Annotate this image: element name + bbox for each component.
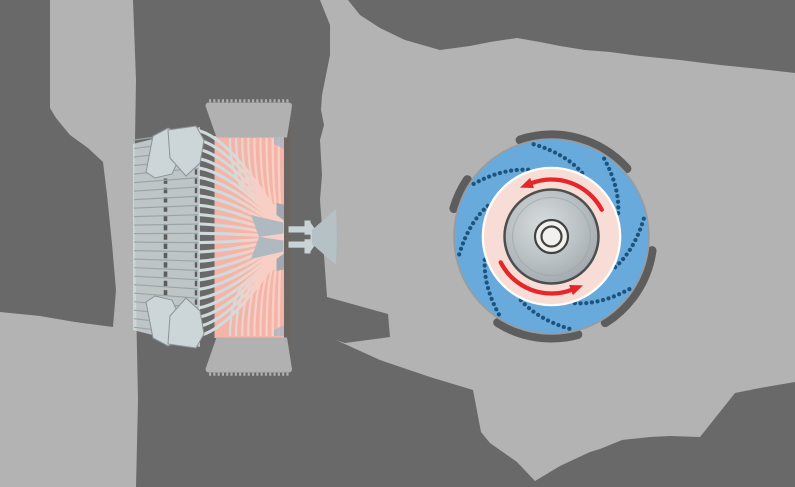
nozzle-rail-bottom	[288, 241, 309, 248]
vane-dotted-line	[602, 156, 621, 217]
nozzle-rail-top	[288, 226, 309, 233]
stack-plate-edge	[133, 186, 201, 192]
rotor	[449, 130, 657, 343]
exchanger-block-top	[205, 102, 292, 138]
corner-patch-upper	[274, 138, 284, 149]
vane-dotted-line	[611, 216, 646, 271]
corner-patch-lower	[274, 325, 284, 336]
rotor-hub-ring	[540, 225, 563, 248]
nozzle-cap-bottom	[304, 239, 311, 254]
rotation-arrow-head	[569, 285, 584, 296]
stack-plate-edge	[133, 204, 201, 209]
background-light-blob-left	[0, 0, 138, 487]
stack-plate-edge	[133, 241, 201, 244]
vane-dotted-line	[531, 142, 586, 177]
rotor-cone-shade-ring	[511, 196, 592, 277]
rotor-white-ring	[481, 166, 622, 307]
rotor-shadow-arc	[515, 130, 632, 174]
rotor-shadow-arc	[600, 246, 657, 328]
stack-plate-edge	[133, 267, 201, 272]
spray-cone	[312, 209, 337, 265]
chamber-arc	[234, 137, 284, 210]
stack-plate-edge	[133, 258, 201, 262]
chamber-arc	[241, 261, 284, 337]
streamline	[198, 231, 286, 239]
stack-plate-edge	[133, 176, 201, 184]
rotor-shadow-arcs	[449, 130, 657, 343]
rotor-shadow-arc	[493, 318, 583, 343]
stack-plate-edge	[133, 214, 201, 218]
nozzle-cap-top	[304, 220, 311, 235]
stack-support-rods	[163, 132, 198, 342]
stack-cap-top-inner	[167, 125, 205, 177]
streamline	[198, 236, 286, 245]
streamline	[198, 222, 286, 238]
exchanger-block-bottom	[205, 337, 292, 373]
rotation-arrows	[498, 177, 604, 296]
stack-plate-edge	[133, 284, 201, 290]
stack-plate-edge	[133, 195, 201, 201]
nozzle	[288, 209, 337, 265]
jet-wedge-lower	[251, 237, 284, 259]
stack-plate-edge	[133, 250, 201, 253]
rotor-vane-dots	[457, 142, 646, 331]
stack-plate-edge	[133, 223, 201, 226]
vane-dotted-line	[457, 202, 492, 257]
vane-dotted-line	[471, 167, 532, 186]
rotation-arrow-head	[519, 177, 534, 188]
stack-plate-edge	[133, 275, 201, 281]
stack-plate-edge	[133, 292, 201, 299]
chamber-end-wall	[284, 131, 291, 343]
jet-wedge-upper	[251, 215, 284, 237]
rotation-arrow-shaft	[498, 260, 575, 296]
vane-dotted-line	[482, 256, 501, 317]
rotor-shadow-arc	[449, 175, 472, 213]
rotation-arrow-shaft	[528, 177, 604, 212]
stack-cap-bottom-inner	[167, 297, 205, 349]
vane-dotted-line	[571, 287, 632, 306]
chamber-arc	[241, 137, 284, 213]
vane-dotted-line	[517, 296, 572, 331]
chamber-arc	[234, 264, 284, 337]
